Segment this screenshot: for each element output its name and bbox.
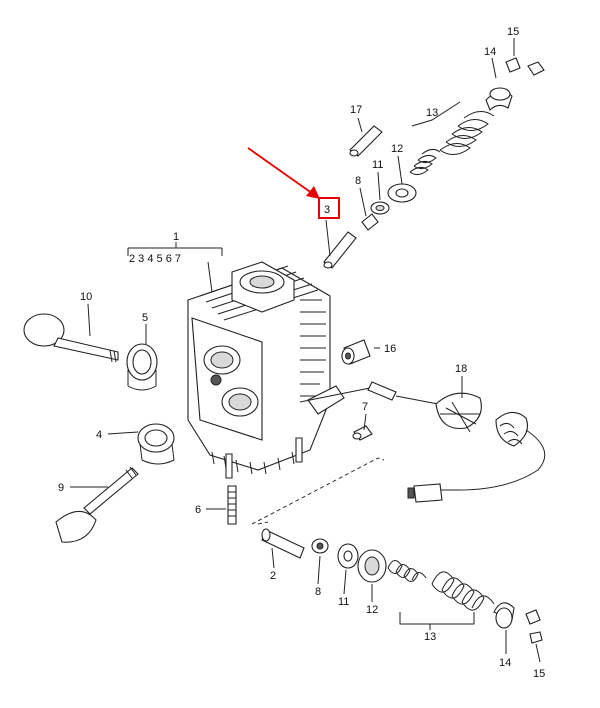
top-springs (409, 111, 495, 176)
part-5-seat (126, 343, 158, 391)
callout-labels: 1 2 3 4 5 6 7 3 8 11 12 13 14 15 17 10 5… (58, 26, 545, 680)
callout-15-top[interactable]: 15 (507, 26, 519, 38)
part-7-dowel (352, 425, 373, 441)
callout-5[interactable]: 5 (142, 312, 148, 324)
callout-18[interactable]: 18 (455, 363, 467, 375)
callout-4[interactable]: 4 (96, 429, 102, 441)
callout-13-bottom[interactable]: 13 (424, 631, 436, 643)
callout-17[interactable]: 17 (350, 104, 362, 116)
part-10-valve (23, 313, 119, 363)
part-18-sensor (299, 381, 546, 503)
callout-1[interactable]: 1 (173, 231, 179, 243)
part-4-seat (137, 423, 175, 465)
callout-9[interactable]: 9 (58, 482, 64, 494)
callout-11-bottom[interactable]: 11 (338, 596, 349, 608)
callout-6[interactable]: 6 (195, 504, 201, 516)
callout-11-top[interactable]: 11 (372, 159, 383, 171)
leader-lines (70, 38, 541, 663)
callout-7[interactable]: 7 (362, 401, 368, 413)
callout-8-top[interactable]: 8 (355, 175, 361, 187)
callout-15-bottom[interactable]: 15 (533, 668, 545, 680)
callout-13-top[interactable]: 13 (426, 107, 438, 119)
callout-12-top[interactable]: 12 (391, 143, 403, 155)
cylinder-head (187, 261, 345, 479)
callout-8-bottom[interactable]: 8 (315, 586, 321, 598)
callout-10[interactable]: 10 (80, 291, 92, 303)
callout-12-bottom[interactable]: 12 (366, 604, 378, 616)
callout-16[interactable]: 16 (384, 343, 396, 355)
callout-14-top[interactable]: 14 (484, 46, 496, 58)
part-6-stud (227, 485, 237, 525)
part-9-valve (55, 466, 139, 543)
callout-1-sub: 2 3 4 5 6 7 (129, 253, 181, 265)
highlight-marker (247, 147, 340, 219)
callout-14-bottom[interactable]: 14 (499, 657, 511, 669)
callout-2[interactable]: 2 (270, 570, 276, 582)
part-16-plug (341, 339, 371, 365)
callout-3[interactable]: 3 (324, 204, 330, 216)
bottom-valve-stack (251, 457, 543, 644)
top-valve-stack (323, 57, 545, 269)
